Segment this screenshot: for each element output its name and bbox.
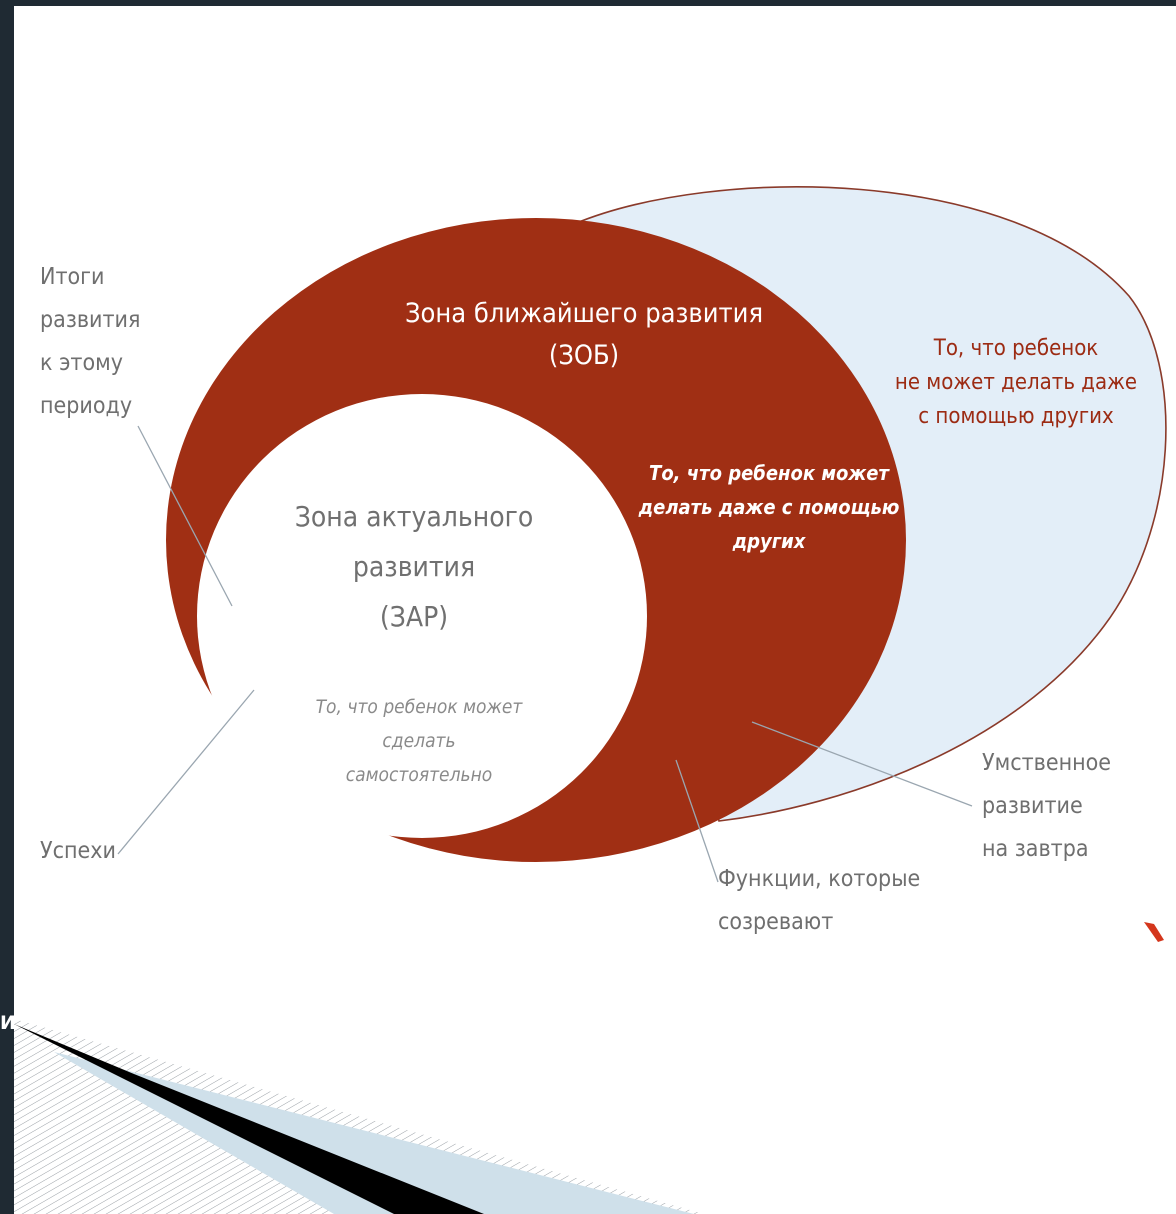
leader-tomorrow [751, 721, 973, 807]
callout-successes: Успехи [40, 838, 116, 864]
zpr-title: Зона ближайшего развития (ЗОБ) [404, 298, 764, 371]
zar-title: Зона актуального развития (ЗАР) [294, 500, 534, 633]
bottom-hatch-wedge [14, 1019, 704, 1214]
leader-successes [117, 689, 255, 855]
callout-maturing: Функции, которые созревают [718, 866, 921, 935]
leader-results [137, 425, 233, 607]
zar-note: То, что ребенок может сделать самостояте… [315, 696, 523, 786]
bottom-light-wedge [54, 1052, 694, 1214]
red-mark [1144, 922, 1164, 942]
zone-diagram [14, 186, 1167, 1214]
callout-tomorrow: Умственное развитие на завтра [982, 750, 1112, 862]
leader-maturing [675, 759, 719, 883]
outer-zone-note: То, что ребенок не может делать даже с п… [894, 336, 1138, 429]
slide: Зона ближайшего развития (ЗОБ) То, что р… [14, 6, 1176, 1214]
zar-ellipse [197, 394, 647, 838]
zpr-note: То, что ребенок может делать даже с помо… [638, 461, 900, 553]
callout-results: Итоги развития к этому периоду [40, 264, 141, 419]
corner-label: И [0, 1012, 16, 1034]
